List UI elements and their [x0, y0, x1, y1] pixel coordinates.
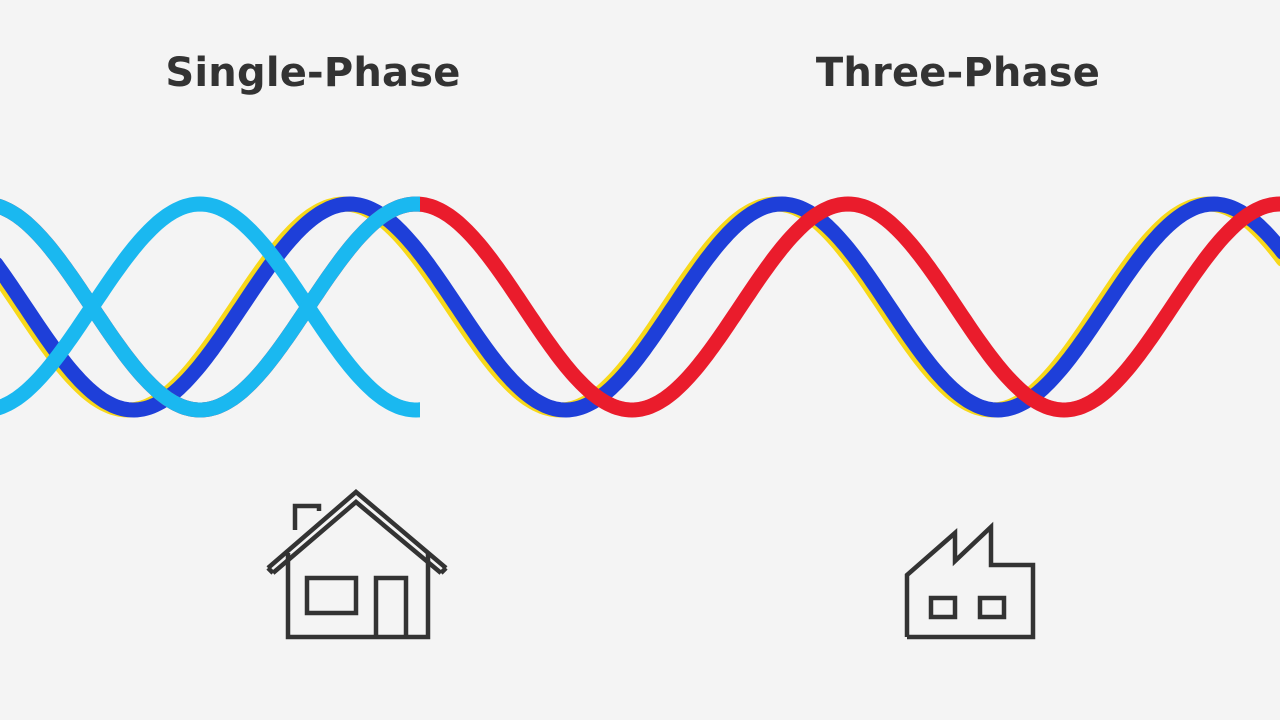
three-phase-title: Three-Phase: [815, 50, 1101, 96]
factory-icon: [904, 521, 1036, 640]
single-phase-wave-b: [0, 196, 420, 418]
house-icon: [266, 489, 448, 640]
single-phase-title: Single-Phase: [165, 50, 461, 96]
phase-blue-wave: [0, 196, 1280, 418]
single-phase-wave-a: [0, 196, 420, 418]
